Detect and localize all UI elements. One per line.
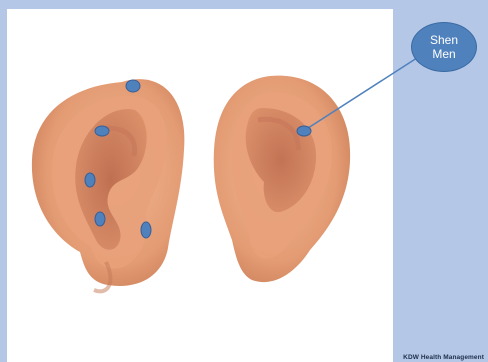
ear-point [126, 80, 140, 92]
left-ear-icon [32, 79, 184, 291]
shen-men-callout: Shen Men [411, 22, 477, 72]
footer-credit: KDW Health Management [403, 354, 484, 361]
ear-point [141, 222, 151, 238]
callout-label: Shen Men [430, 33, 458, 61]
right-ear-icon [214, 76, 350, 282]
ear-point [95, 212, 105, 226]
ear-point [85, 173, 95, 187]
ear-point [95, 126, 109, 136]
shen-men-point [297, 126, 311, 136]
